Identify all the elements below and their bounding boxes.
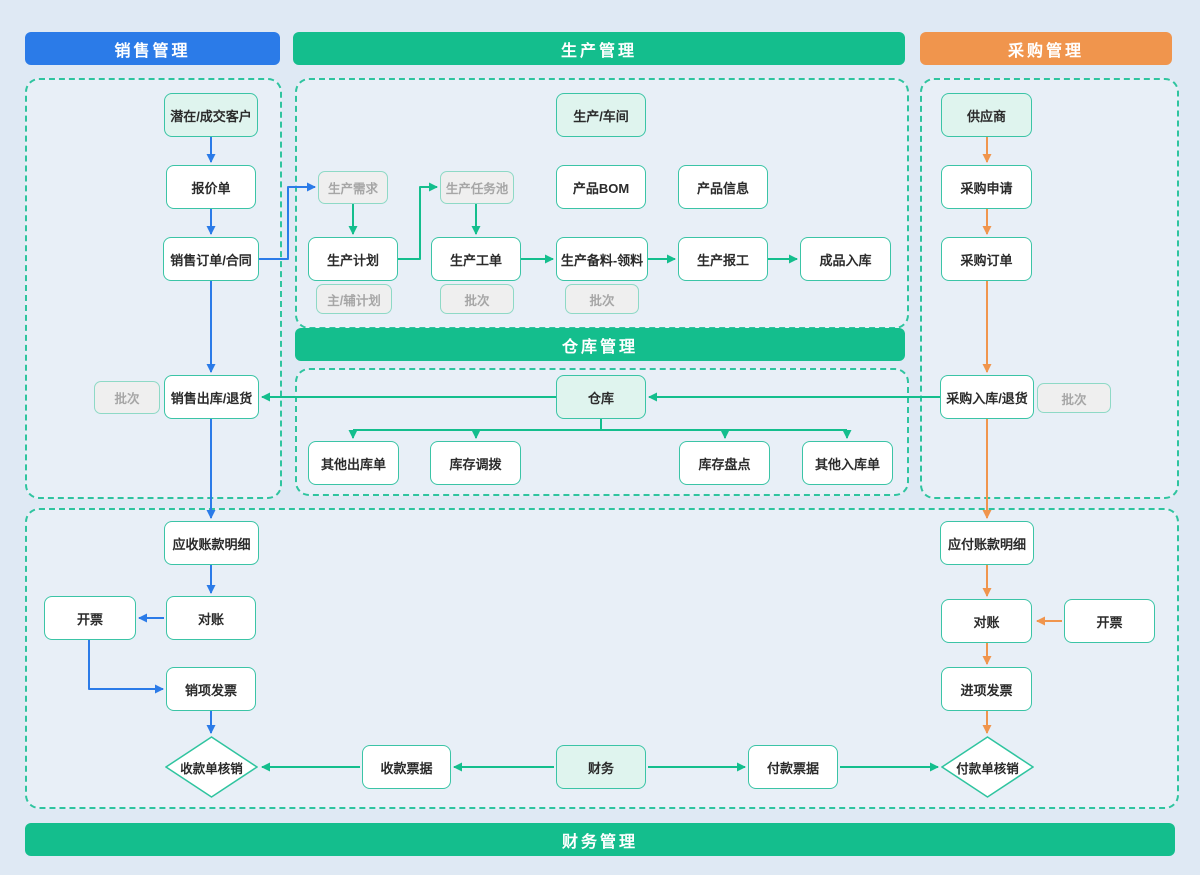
node-ar-detail: 应收账款明细 — [164, 521, 259, 565]
node-other-inbound: 其他入库单 — [802, 441, 893, 485]
node-task-pool: 生产任务池 — [440, 171, 514, 204]
node-product-info: 产品信息 — [678, 165, 768, 209]
header-sales-management: 销售管理 — [25, 32, 280, 65]
node-receipt-note: 收款票据 — [362, 745, 451, 789]
node-material-prep: 生产备料-领料 — [556, 237, 648, 281]
node-supplier: 供应商 — [941, 93, 1032, 137]
node-inventory-count: 库存盘点 — [679, 441, 770, 485]
node-payment-note: 付款票据 — [748, 745, 838, 789]
node-main-aux-plan: 主/辅计划 — [316, 284, 392, 314]
node-purchase-invoice: 进项发票 — [941, 667, 1032, 711]
node-invoice-ap: 开票 — [1064, 599, 1155, 643]
node-batch-purchase: 批次 — [1037, 383, 1111, 413]
node-reconcile-ap: 对账 — [941, 599, 1032, 643]
node-reconcile-ar: 对账 — [166, 596, 256, 640]
node-quotation: 报价单 — [166, 165, 256, 209]
node-purchase-request: 采购申请 — [941, 165, 1032, 209]
node-warehouse-node: 仓库 — [556, 375, 646, 419]
node-label: 收款单核销 — [180, 761, 243, 776]
node-sales-delivery: 销售出库/退货 — [164, 375, 259, 419]
node-work-order: 生产工单 — [431, 237, 521, 281]
node-batch-work-order: 批次 — [440, 284, 514, 314]
node-receipt-verify: 收款单核销 — [165, 736, 258, 798]
node-sales-invoice: 销项发票 — [166, 667, 256, 711]
node-ap-detail: 应付账款明细 — [940, 521, 1034, 565]
node-finance-node: 财务 — [556, 745, 646, 789]
node-payment-verify: 付款单核销 — [941, 736, 1034, 798]
node-prod-plan: 生产计划 — [308, 237, 398, 281]
node-potential-customer: 潜在/成交客户 — [164, 93, 258, 137]
node-invoice-ar: 开票 — [44, 596, 136, 640]
node-batch-sales: 批次 — [94, 381, 160, 414]
purchase-region — [920, 78, 1179, 499]
node-workshop: 生产/车间 — [556, 93, 646, 137]
sales-region — [25, 78, 282, 499]
node-inventory-transfer: 库存调拨 — [430, 441, 521, 485]
node-label: 付款单核销 — [956, 761, 1019, 776]
node-prod-demand: 生产需求 — [318, 171, 388, 204]
node-purchase-order: 采购订单 — [941, 237, 1032, 281]
node-sales-order: 销售订单/合同 — [163, 237, 259, 281]
header-finance-management: 财务管理 — [25, 823, 1175, 856]
node-purchase-receipt: 采购入库/退货 — [940, 375, 1034, 419]
node-product-bom: 产品BOM — [556, 165, 646, 209]
node-other-outbound: 其他出库单 — [308, 441, 399, 485]
node-batch-material: 批次 — [565, 284, 639, 314]
node-finished-goods: 成品入库 — [800, 237, 891, 281]
header-warehouse-management: 仓库管理 — [295, 328, 905, 361]
header-purchase-management: 采购管理 — [920, 32, 1172, 65]
node-prod-report: 生产报工 — [678, 237, 768, 281]
header-production-management: 生产管理 — [293, 32, 905, 65]
